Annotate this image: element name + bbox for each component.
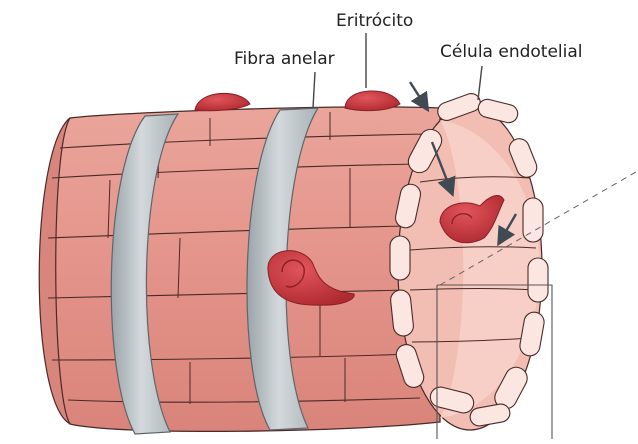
vessel-wall — [44, 107, 440, 431]
label-annular-fiber: Fibra anelar — [234, 51, 335, 68]
leader-endothelial — [478, 66, 482, 100]
leader-annular — [313, 72, 315, 108]
label-endothelial-cell: Célula endotelial — [440, 44, 583, 61]
erythrocyte-top-center — [345, 91, 400, 111]
label-erythrocyte: Eritrócito — [336, 13, 413, 30]
erythrocyte-top-left — [195, 93, 250, 110]
arrow-icon — [410, 82, 424, 104]
